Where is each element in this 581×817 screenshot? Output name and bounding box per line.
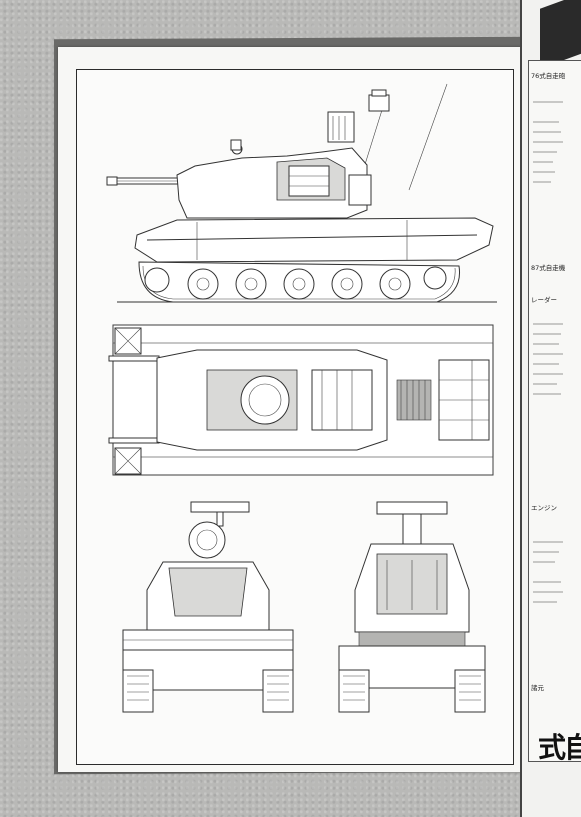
spec-heading-3: レーダー — [531, 296, 557, 304]
spec-line — [533, 151, 557, 153]
spec-line — [533, 363, 559, 365]
spec-line — [533, 101, 563, 103]
spec-line — [533, 181, 551, 183]
spec-line — [533, 373, 563, 375]
spec-line — [533, 131, 561, 133]
spec-line — [533, 591, 563, 593]
left-page — [58, 47, 532, 772]
dark-stripe — [540, 0, 581, 69]
spec-heading-5: 諸元 — [531, 684, 544, 692]
spec-line — [533, 383, 557, 385]
spec-line — [533, 121, 559, 123]
spec-line — [533, 393, 561, 395]
spec-line — [533, 581, 561, 583]
spec-line — [533, 551, 559, 553]
spec-heading-1: 76式自走砲 — [531, 72, 566, 80]
side-view-drawing — [106, 83, 497, 303]
spec-line — [533, 171, 555, 173]
drawing-frame — [76, 69, 514, 765]
right-page: 76式自走砲 87式自走機 レーダー エンジン 諸元 — [520, 0, 581, 817]
rear-view-drawing — [338, 501, 486, 713]
spec-line — [533, 343, 559, 345]
spec-heading-4: エンジン — [531, 504, 557, 512]
front-view-drawing — [122, 501, 294, 713]
spec-line — [533, 333, 561, 335]
spec-line — [533, 561, 555, 563]
spec-line — [533, 161, 553, 163]
spec-line — [533, 353, 563, 355]
technical-drawing — [106, 83, 497, 713]
spec-line — [533, 323, 563, 325]
top-view-drawing — [108, 324, 494, 476]
spec-line — [533, 141, 563, 143]
page-title-fragment: 式自 — [538, 731, 581, 764]
spec-table: 76式自走砲 87式自走機 レーダー エンジン 諸元 — [528, 60, 581, 762]
spec-heading-2: 87式自走機 — [531, 264, 566, 272]
spec-line — [533, 541, 563, 543]
spec-line — [533, 601, 557, 603]
